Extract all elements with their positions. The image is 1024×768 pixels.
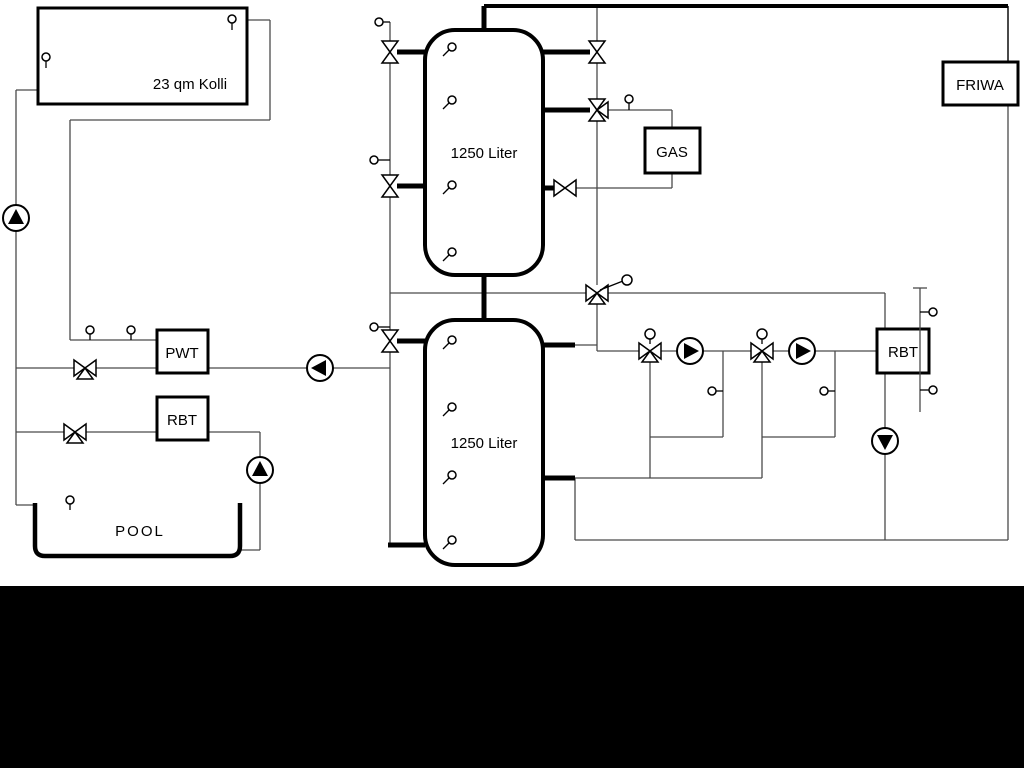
pump-arrow-solar	[8, 209, 24, 224]
pool-label: POOL	[115, 523, 165, 540]
sensor-stem	[442, 254, 450, 262]
pump-arrow-tank-charge	[311, 360, 326, 376]
valve-icon-gas-return	[553, 178, 577, 198]
buffer-tank-top	[423, 28, 545, 277]
friwa-label: FRIWA	[956, 77, 1004, 94]
temp-sensor-icon-pool	[65, 495, 75, 505]
sensor-stem	[442, 102, 450, 110]
pool-basin: POOL	[32, 503, 243, 559]
sensor-stem	[442, 342, 450, 350]
temp-sensor-icon-tank1-2	[447, 95, 457, 105]
temp-sensor-icon-circuitB	[819, 386, 829, 396]
temp-sensor-icon-riser-top	[374, 17, 384, 27]
temp-sensor-icon-riser-low	[369, 322, 379, 332]
component-boxes: 23 qm Kolli 1250 Liter 1250 Liter GAS FR…	[36, 6, 1020, 567]
actuator-icon-heating	[621, 274, 633, 286]
gas-boiler-box	[643, 126, 702, 175]
valves	[63, 40, 774, 444]
temp-sensor-icon-tank2-2	[447, 402, 457, 412]
sensor-stem	[442, 49, 450, 57]
three-way-valve-icon-circuitA	[638, 341, 662, 363]
tank-bottom-label: 1250 Liter	[451, 435, 518, 452]
actuator-icon-circuitB	[756, 328, 768, 340]
temp-sensor-icon-rbt-bottom	[928, 385, 938, 395]
bottom-black-bar	[0, 586, 1024, 768]
pool-walls	[32, 503, 243, 559]
pump-arrow-pool	[252, 461, 268, 476]
pump-arrow-circuitA	[684, 343, 699, 359]
valve-icon-tank1-left-top	[380, 40, 400, 64]
pump-arrow-circuitB	[796, 343, 811, 359]
temp-sensor-icon-gas-supply	[624, 94, 634, 104]
temp-sensor-icon-tank2-3	[447, 470, 457, 480]
temperature-sensors	[41, 14, 938, 550]
collector-label: 23 qm Kolli	[153, 76, 227, 93]
temp-sensor-icon-circuitA	[707, 386, 717, 396]
valve-icon-tank2-left	[380, 329, 400, 353]
rbt-right-label: RBT	[888, 344, 918, 361]
temp-sensor-icon-tank1-4	[447, 247, 457, 257]
temp-sensor-icon-rbt-top	[928, 307, 938, 317]
sensor-stem	[442, 409, 450, 417]
sensor-stem	[442, 542, 450, 550]
valve-icon-tank1-right-top	[587, 40, 607, 64]
pwt-box	[155, 328, 210, 375]
solar-collector-box	[36, 6, 249, 106]
pumps	[2, 204, 899, 484]
valve-icon-tank1-left-mid	[380, 174, 400, 198]
pwt-label: PWT	[165, 345, 198, 362]
temp-sensor-icon-collector-left	[41, 52, 51, 62]
actuator-icon-circuitA	[644, 328, 656, 340]
rbt-right-secondary	[913, 287, 927, 412]
tank-top-label: 1250 Liter	[451, 145, 518, 162]
thick-pipes	[388, 4, 1008, 548]
temp-sensor-icon-tank2-4	[447, 535, 457, 545]
actuator-stem-heating	[599, 280, 624, 291]
buffer-tank-bottom	[423, 318, 545, 567]
gas-label: GAS	[656, 144, 688, 161]
rbt-left-label: RBT	[167, 412, 197, 429]
three-way-valve-icon-circuitB	[750, 341, 774, 363]
temp-sensor-icon-pwt-1	[85, 325, 95, 335]
pump-arrow-rbt-right	[877, 435, 893, 450]
three-way-valve-icon-gas	[587, 98, 609, 122]
rbt-left-box	[155, 395, 210, 442]
friwa-box	[941, 60, 1020, 107]
three-way-valve-icon-pool	[63, 422, 87, 444]
temp-sensor-icon-pwt-2	[126, 325, 136, 335]
temp-sensor-icon-tank1-1	[447, 42, 457, 52]
three-way-valve-icon-pwt	[73, 358, 97, 380]
sensor-stem	[442, 187, 450, 195]
temp-sensor-icon-tank2-1	[447, 335, 457, 345]
temp-sensor-icon-tank1-3	[447, 180, 457, 190]
sensor-stem	[442, 477, 450, 485]
temp-sensor-icon-riser-mid	[369, 155, 379, 165]
temp-sensor-icon-collector-top	[227, 14, 237, 24]
